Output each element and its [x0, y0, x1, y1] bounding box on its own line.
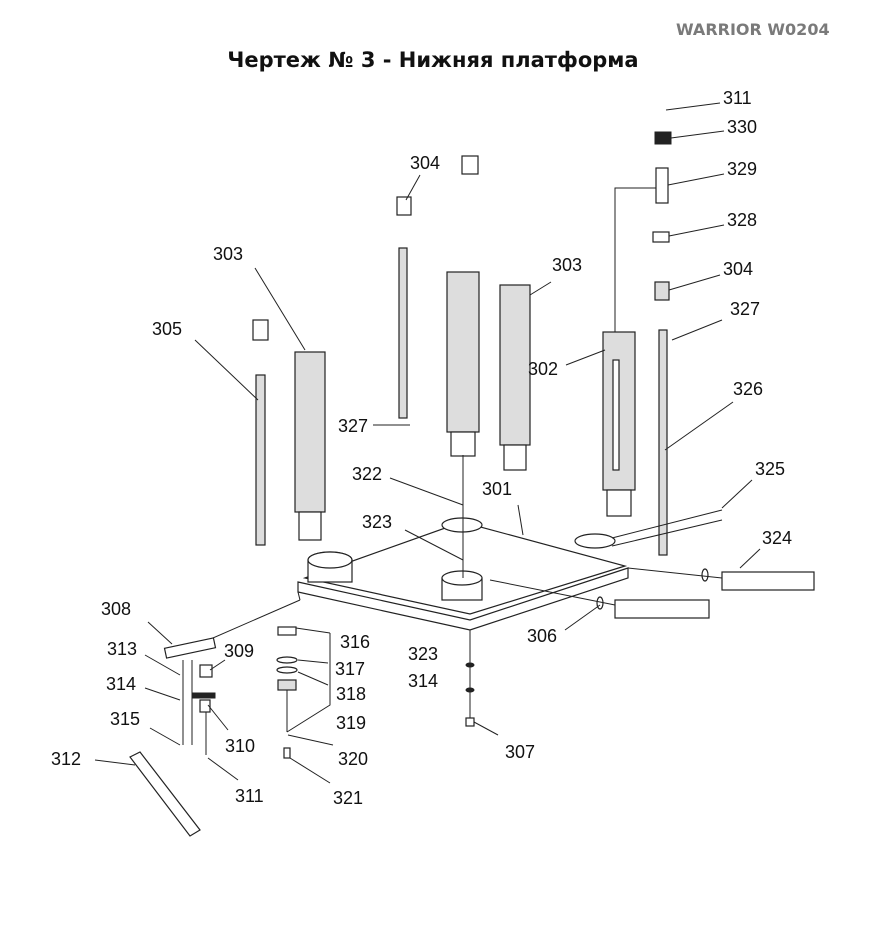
leader-lines — [94, 102, 761, 784]
screw-rod — [398, 247, 408, 419]
callout-305: 305 — [152, 319, 182, 339]
callout-317: 317 — [335, 659, 365, 679]
callout-325: 325 — [755, 459, 785, 479]
callout-304: 304 — [723, 259, 753, 279]
callout-324: 324 — [762, 528, 792, 548]
callout-303: 303 — [213, 244, 243, 264]
callout-314: 314 — [106, 674, 136, 694]
callout-327: 327 — [338, 416, 368, 436]
gear-330 — [654, 131, 672, 145]
callout-309: 309 — [224, 641, 254, 661]
column-middle — [446, 271, 480, 433]
callout-310: 310 — [225, 736, 255, 756]
callout-318: 318 — [336, 684, 366, 704]
callout-311: 311 — [723, 88, 752, 108]
part-328 — [652, 231, 670, 243]
callout-326: 326 — [733, 379, 763, 399]
callout-319: 319 — [336, 713, 366, 733]
callout-314: 314 — [408, 671, 438, 691]
callout-330: 330 — [727, 117, 757, 137]
part-304 — [654, 281, 670, 301]
bar-312 — [129, 751, 201, 837]
part-329 — [655, 167, 669, 204]
callout-303: 303 — [552, 255, 582, 275]
callout-322: 322 — [352, 464, 382, 484]
callout-328: 328 — [727, 210, 757, 230]
parts — [129, 131, 815, 837]
callout-313: 313 — [107, 639, 137, 659]
callout-315: 315 — [110, 709, 140, 729]
callout-306: 306 — [527, 626, 557, 646]
callout-304: 304 — [410, 153, 440, 173]
callout-321: 321 — [333, 788, 363, 808]
callout-308: 308 — [101, 599, 131, 619]
callout-311: 311 — [235, 786, 264, 806]
callout-320: 320 — [338, 749, 368, 769]
column-303-right — [499, 284, 531, 446]
page-title: Чертеж № 3 - Нижняя платформа — [227, 48, 639, 72]
callout-301: 301 — [482, 479, 512, 499]
callout-labels: 311 330 329 304 328 304 303 303 327 305 … — [51, 88, 792, 808]
plate-308 — [163, 637, 217, 659]
rod-305 — [255, 374, 266, 546]
callout-323: 323 — [362, 512, 392, 532]
callout-323: 323 — [408, 644, 438, 664]
callout-327: 327 — [730, 299, 760, 319]
callout-302: 302 — [528, 359, 558, 379]
callout-329: 329 — [727, 159, 757, 179]
tube-324 — [721, 571, 815, 591]
column-303-left — [294, 351, 326, 513]
callout-316: 316 — [340, 632, 370, 652]
callout-307: 307 — [505, 742, 535, 762]
tube-306 — [614, 599, 710, 619]
brand-label: WARRIOR W0204 — [676, 20, 830, 39]
callout-312: 312 — [51, 749, 81, 769]
rod-326 — [658, 329, 668, 556]
